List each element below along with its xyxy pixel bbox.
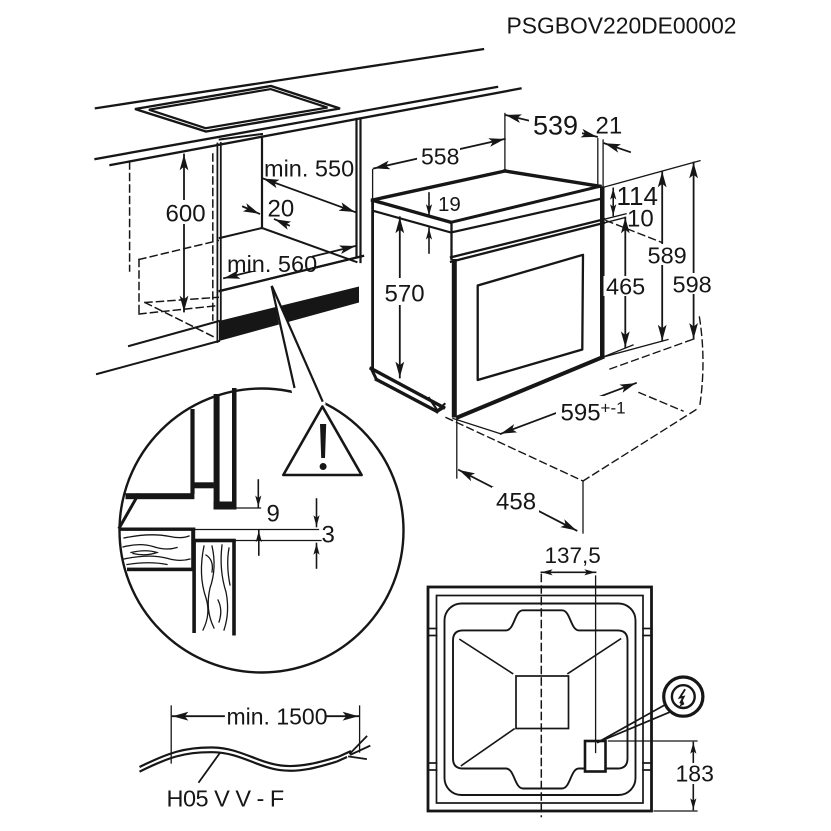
svg-text:20: 20 bbox=[268, 196, 295, 223]
svg-text:539: 539 bbox=[533, 111, 578, 141]
svg-text:137,5: 137,5 bbox=[545, 543, 601, 568]
svg-text:min. 560: min. 560 bbox=[227, 251, 317, 277]
svg-text:21: 21 bbox=[596, 113, 623, 140]
svg-text:10: 10 bbox=[627, 206, 654, 233]
svg-text:458: 458 bbox=[496, 489, 536, 516]
svg-text:9: 9 bbox=[267, 501, 280, 528]
svg-text:600: 600 bbox=[166, 201, 206, 228]
svg-text:3: 3 bbox=[322, 522, 335, 549]
svg-text:H05 V V - F: H05 V V - F bbox=[167, 786, 284, 812]
svg-text:570: 570 bbox=[385, 281, 425, 308]
svg-text:598: 598 bbox=[673, 272, 712, 298]
svg-text:min. 550: min. 550 bbox=[264, 156, 354, 182]
svg-text:558: 558 bbox=[421, 144, 459, 170]
svg-text:465: 465 bbox=[606, 273, 645, 299]
svg-text:19: 19 bbox=[438, 193, 461, 216]
svg-text:114: 114 bbox=[617, 181, 658, 211]
svg-text:589: 589 bbox=[648, 242, 687, 268]
svg-text:PSGBOV220DE00002: PSGBOV220DE00002 bbox=[507, 13, 737, 39]
svg-text:183: 183 bbox=[676, 761, 714, 787]
svg-text:min. 1500: min. 1500 bbox=[227, 704, 328, 730]
